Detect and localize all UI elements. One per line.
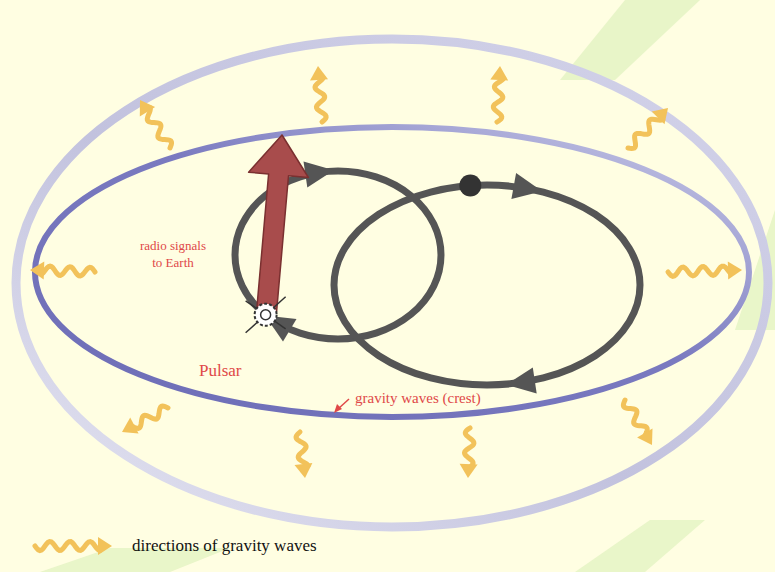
wave-head — [460, 464, 478, 478]
orbit-arrowhead — [511, 173, 542, 199]
gravity-wave-arrow — [30, 261, 95, 279]
pulsar-core — [261, 310, 271, 320]
wave-head — [490, 66, 508, 81]
gravity-wave-arrows — [30, 66, 742, 478]
pulsar-beam — [246, 297, 286, 333]
label-anchor: radio signals to Earth — [134, 236, 212, 272]
legend-wave-arrow — [35, 537, 112, 555]
wave-body — [296, 432, 308, 466]
pulsar-symbol — [246, 297, 286, 333]
gravity-wave-arrow — [490, 66, 508, 122]
radio-beam-arrow — [249, 135, 309, 312]
annotation-label: Pulsar — [196, 360, 245, 382]
wave-head — [98, 537, 112, 555]
outer-wave-ring — [16, 39, 768, 527]
wave-body — [42, 266, 95, 276]
pulsar-beam — [246, 301, 286, 329]
gravity-wave-arrow — [310, 66, 328, 122]
wave-body — [493, 78, 503, 122]
wave-head — [122, 418, 139, 434]
gravity-wave-arrow — [122, 406, 168, 433]
gravity-wave-arrow — [623, 400, 652, 445]
legend-entry: directions of gravity waves — [30, 534, 317, 558]
wave-head — [140, 100, 155, 117]
wave-head — [637, 428, 652, 445]
orbit-arrowhead — [304, 161, 334, 187]
leader-arrowhead — [334, 404, 342, 413]
label-anchor: Pulsar — [196, 360, 245, 382]
background-stripes — [40, 0, 775, 572]
gravity-wave-arrow — [668, 261, 742, 279]
companion-star — [459, 175, 481, 197]
orbit-arrowhead — [506, 367, 536, 393]
gravity-wave-arrow — [140, 100, 172, 148]
gravity-wave-arrow — [460, 428, 478, 478]
wave-head — [30, 261, 44, 279]
pulsar-star — [255, 304, 277, 326]
legend-swatch — [30, 534, 116, 558]
label-anchor: gravity waves (crest) — [352, 389, 484, 408]
legend-text: directions of gravity waves — [132, 536, 317, 556]
wave-body — [628, 119, 663, 148]
annotation-label: gravity waves (crest) — [352, 389, 484, 408]
gravity-wave-crest — [35, 127, 749, 417]
wave-body — [35, 542, 100, 551]
wave-body — [465, 428, 474, 466]
wave-body — [133, 406, 168, 428]
wave-head — [652, 108, 668, 124]
gravity-wave-arrow — [295, 432, 313, 478]
wave-head — [310, 66, 328, 81]
annotation-label: radio signals to Earth — [134, 236, 212, 272]
gravity-wave-arrow — [628, 108, 668, 148]
wave-body — [623, 400, 647, 435]
wave-body — [147, 108, 171, 148]
wave-head — [728, 261, 742, 279]
wave-body — [668, 266, 730, 276]
wave-head — [295, 463, 313, 478]
wave-body — [315, 78, 326, 122]
stripe — [575, 520, 705, 572]
orbit-path — [334, 185, 640, 385]
